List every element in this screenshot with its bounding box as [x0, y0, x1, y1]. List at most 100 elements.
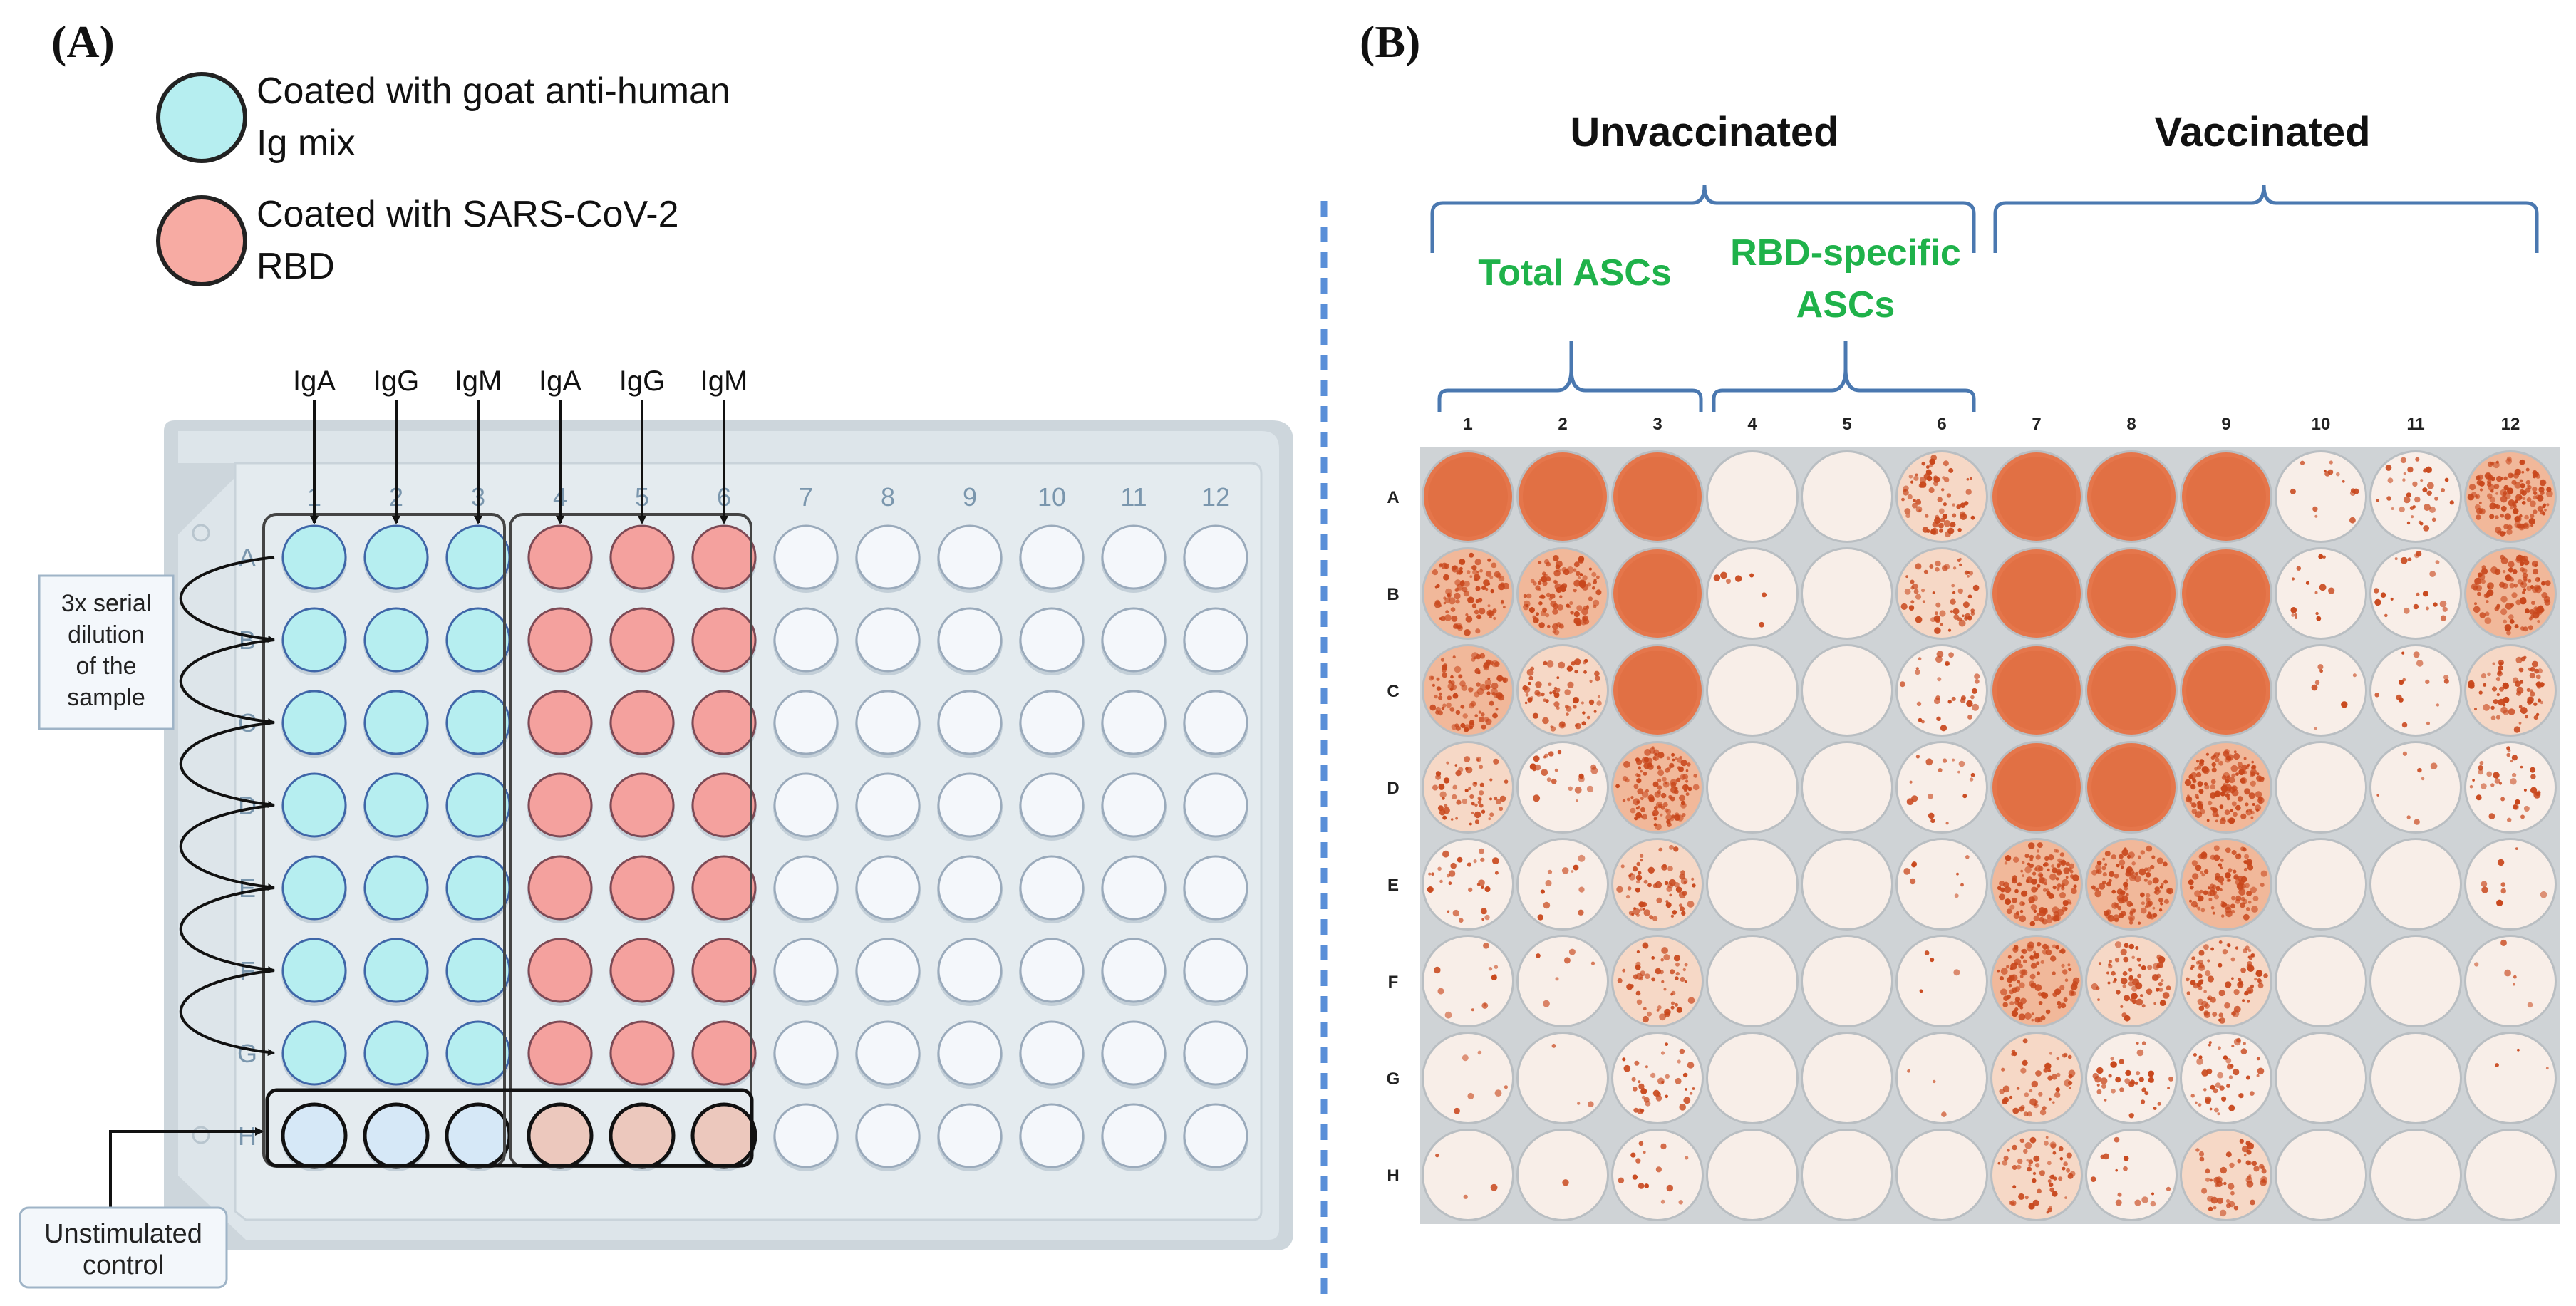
- photo-well-C3: [1611, 644, 1704, 737]
- photo-column-number: 12: [2501, 415, 2520, 434]
- plate-well-H7: [773, 1103, 839, 1168]
- brace-rbd-specific-ascs: [1712, 341, 1976, 412]
- plate-well-E9: [937, 855, 1003, 921]
- plate-well-C9: [937, 690, 1003, 755]
- plate-well-D12: [1183, 772, 1248, 838]
- dilution-callout: 3x serial dilution of the sample: [38, 574, 175, 730]
- plate-well-C1: [281, 690, 347, 755]
- plate-well-B7: [773, 607, 839, 673]
- group-title-vaccinated: Vaccinated: [2154, 109, 2370, 155]
- legend-label-red-line2: RBD: [257, 246, 335, 287]
- photo-well-F7: [1990, 935, 2083, 1027]
- plate-column-number: 9: [963, 482, 977, 512]
- plate-well-A7: [773, 524, 839, 590]
- photo-well-H10: [2275, 1129, 2367, 1221]
- plate-well-C4: [527, 690, 593, 755]
- photo-well-D7: [1990, 741, 2083, 834]
- legend: Coated with goat anti-human Ig mix Coate…: [156, 71, 730, 287]
- photo-well-A8: [2085, 450, 2178, 543]
- photo-well-B9: [2180, 547, 2272, 640]
- photo-well-B10: [2275, 547, 2367, 640]
- plate-row-letter: D: [238, 791, 257, 820]
- ig-label-igg: IgG: [373, 366, 419, 397]
- plate-well-H8: [855, 1103, 921, 1168]
- plate-well-H3: [445, 1102, 512, 1169]
- photo-well-C6: [1895, 644, 1988, 737]
- photo-well-E12: [2464, 838, 2557, 931]
- ig-label-iga: IgA: [293, 366, 336, 397]
- photo-well-E11: [2369, 838, 2462, 931]
- plate-well-C12: [1183, 690, 1248, 755]
- plate-well-G4: [527, 1020, 593, 1086]
- plate-well-F3: [445, 938, 511, 1003]
- photo-column-number: 1: [1463, 415, 1472, 434]
- dilution-arrows: [180, 556, 275, 1056]
- photo-well-A7: [1990, 450, 2083, 543]
- plate-well-E4: [527, 855, 593, 921]
- control-callout-line2: control: [83, 1250, 164, 1280]
- photo-well-H5: [1801, 1129, 1893, 1221]
- photo-well-C9: [2180, 644, 2272, 737]
- photo-row-letter: D: [1387, 779, 1399, 798]
- brace-total-ascs: [1437, 341, 1703, 412]
- plate-well-F2: [363, 938, 429, 1003]
- dilution-callout-line3: of the: [76, 653, 136, 680]
- photo-well-G5: [1801, 1032, 1893, 1124]
- plate-well-F6: [691, 938, 757, 1003]
- plate-well-E10: [1019, 855, 1085, 921]
- plate-corner-hole-bottom: [192, 1126, 210, 1144]
- photo-well-F1: [1422, 935, 1514, 1027]
- photo-well-A5: [1801, 450, 1893, 543]
- photo-well-E4: [1706, 838, 1799, 931]
- plate-wells: [281, 524, 1248, 1171]
- plate-well-A5: [609, 524, 675, 590]
- plate-well-B11: [1101, 607, 1167, 673]
- photo-well-G7: [1990, 1032, 2083, 1124]
- plate-well-A8: [855, 524, 921, 590]
- dilution-callout-line4: sample: [67, 684, 145, 711]
- legend-label-cyan-line1: Coated with goat anti-human: [257, 71, 730, 112]
- photo-well-C5: [1801, 644, 1893, 737]
- photo-column-number: 5: [1842, 415, 1851, 434]
- legend-label-red-line1: Coated with SARS-CoV-2: [257, 194, 679, 235]
- plate-well-F1: [281, 938, 347, 1003]
- photo-well-E10: [2275, 838, 2367, 931]
- plate-well-H4: [527, 1102, 594, 1169]
- box-control-row: [265, 1088, 754, 1168]
- plate-well-E12: [1183, 855, 1248, 921]
- photo-row-letter: C: [1387, 682, 1399, 701]
- photo-well-C7: [1990, 644, 2083, 737]
- photo-well-B4: [1706, 547, 1799, 640]
- plate-well-H6: [690, 1102, 757, 1169]
- photo-well-E9: [2180, 838, 2272, 931]
- plate-well-F7: [773, 938, 839, 1003]
- photo-well-F6: [1895, 935, 1988, 1027]
- dilution-arrow: [180, 804, 275, 891]
- plate-well-B6: [691, 607, 757, 673]
- photo-well-H7: [1990, 1129, 2083, 1221]
- control-callout-connector: [109, 1127, 264, 1208]
- plate-well-C11: [1101, 690, 1167, 755]
- photo-well-D6: [1895, 741, 1988, 834]
- plate-well-G10: [1019, 1020, 1085, 1086]
- control-callout-box: [19, 1206, 228, 1289]
- plate-row-letter: G: [237, 1039, 257, 1068]
- photo-well-G12: [2464, 1032, 2557, 1124]
- plate-well-C5: [609, 690, 675, 755]
- photo-well-D3: [1611, 741, 1704, 834]
- photo-well-D9: [2180, 741, 2272, 834]
- plate-well-H9: [937, 1103, 1003, 1168]
- photo-row-letter: A: [1387, 488, 1399, 507]
- photo-well-F10: [2275, 935, 2367, 1027]
- plate-well-E5: [609, 855, 675, 921]
- plate-well-E1: [281, 855, 347, 921]
- plate-well-H5: [609, 1102, 676, 1169]
- photo-well-F4: [1706, 935, 1799, 1027]
- photo-well-A12: [2464, 450, 2557, 543]
- legend-swatch-red: [156, 195, 247, 286]
- plate-well-B3: [445, 607, 511, 673]
- photo-well-G2: [1516, 1032, 1609, 1124]
- photo-well-A6: [1895, 450, 1988, 543]
- photo-well-C8: [2085, 644, 2178, 737]
- plate-well-G6: [691, 1020, 757, 1086]
